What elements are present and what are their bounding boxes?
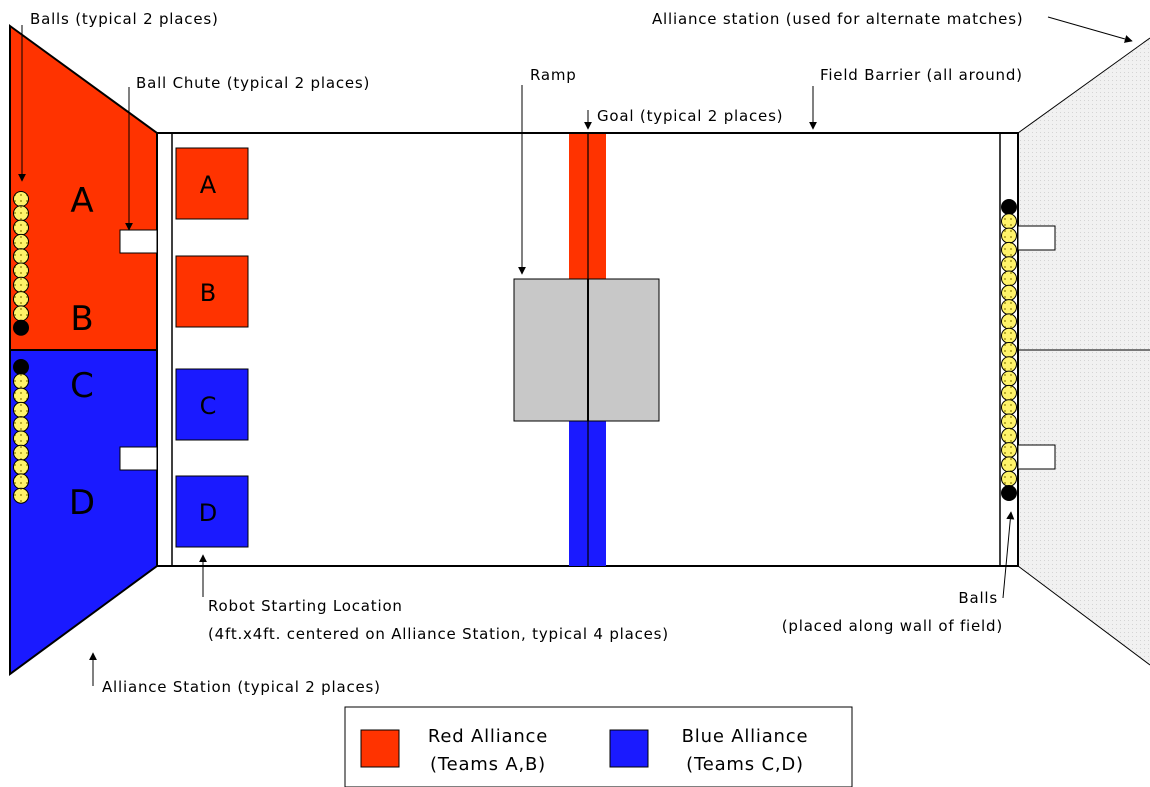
ball [1001, 342, 1017, 358]
station-label-d: D [69, 483, 95, 523]
ball-black [1001, 485, 1017, 501]
ball [1001, 284, 1017, 301]
station-label-b: B [70, 299, 93, 339]
ball-chute-red [119, 229, 158, 254]
legend-red-line1: Red Alliance [428, 726, 548, 747]
ball [1001, 227, 1017, 244]
ball [13, 205, 29, 222]
ball [13, 459, 29, 476]
ball-black [1001, 199, 1017, 215]
ball-chute-blue [119, 446, 158, 471]
ball [1001, 299, 1017, 316]
ramp [513, 278, 660, 422]
alternate-alliance-station [1018, 38, 1150, 665]
ball [1001, 327, 1017, 344]
ball [13, 387, 29, 404]
ball-chute-alt-top [1017, 225, 1056, 251]
ball [1001, 413, 1017, 430]
ball [1001, 456, 1017, 473]
robot-start-b [175, 255, 249, 328]
alternate-station-top-edge [1017, 37, 1150, 134]
ball [13, 276, 29, 293]
label-robot-start-2: (4ft.x4ft. centered on Alliance Station,… [208, 625, 669, 643]
ball [13, 233, 29, 250]
arrow-alt-station [1047, 16, 1133, 43]
robot-label-b: B [200, 279, 216, 307]
blue-alliance-station [9, 349, 158, 676]
ball [13, 473, 29, 490]
balls-right [1001, 199, 1017, 501]
ball [13, 373, 29, 390]
ball [13, 487, 29, 504]
ball [1001, 270, 1017, 287]
ball [13, 248, 29, 265]
ball [13, 430, 29, 447]
label-field-barrier: Field Barrier (all around) [820, 66, 1023, 84]
ball [13, 444, 29, 461]
robot-label-a: A [200, 171, 217, 199]
label-ramp: Ramp [530, 66, 577, 84]
label-balls-wall-2: (placed along wall of field) [782, 617, 1003, 635]
label-balls-top: Balls (typical 2 places) [30, 10, 219, 28]
ball [1001, 442, 1017, 459]
ball [1001, 427, 1017, 444]
ball [13, 416, 29, 433]
balls-left-red [13, 191, 29, 336]
robot-label-d: D [199, 499, 217, 527]
ball [13, 219, 29, 236]
ball [13, 305, 29, 322]
robot-start-d [175, 475, 249, 548]
label-alliance-station: Alliance Station (typical 2 places) [102, 678, 381, 696]
ball [1001, 470, 1017, 487]
legend-swatch-blue [609, 729, 649, 768]
ball [1001, 370, 1017, 387]
ball [1001, 213, 1017, 230]
ball [1001, 313, 1017, 330]
robot-start-c [175, 368, 249, 441]
ball [13, 262, 29, 279]
label-robot-start-1: Robot Starting Location [208, 597, 403, 615]
arrow-balls-wall [1002, 511, 1015, 599]
label-alt-station: Alliance station (used for alternate mat… [652, 10, 1023, 28]
station-label-c: C [70, 366, 94, 406]
ball [13, 291, 29, 308]
legend-box [344, 706, 853, 787]
balls-left-blue [13, 359, 29, 504]
alternate-station-bottom-edge [1017, 565, 1150, 666]
ball [13, 191, 29, 207]
robot-start-a [175, 147, 249, 220]
station-label-a: A [70, 181, 93, 221]
label-goal: Goal (typical 2 places) [597, 107, 783, 125]
label-ball-chute: Ball Chute (typical 2 places) [136, 74, 370, 92]
ball-chute-alt-bottom [1017, 444, 1056, 470]
ball [1001, 256, 1017, 273]
ball [1001, 241, 1017, 258]
ball [1001, 356, 1017, 373]
ball [13, 401, 29, 418]
legend-blue-line2: (Teams C,D) [686, 754, 804, 775]
label-balls-wall-1: Balls [958, 589, 998, 607]
legend-red-line2: (Teams A,B) [430, 754, 546, 775]
robot-label-c: C [200, 392, 217, 420]
ball [1001, 399, 1017, 416]
legend-swatch-red [360, 729, 400, 768]
ball [1001, 384, 1017, 401]
legend-blue-line1: Blue Alliance [682, 726, 809, 747]
ball-black [13, 319, 29, 336]
ball-black [13, 359, 29, 375]
